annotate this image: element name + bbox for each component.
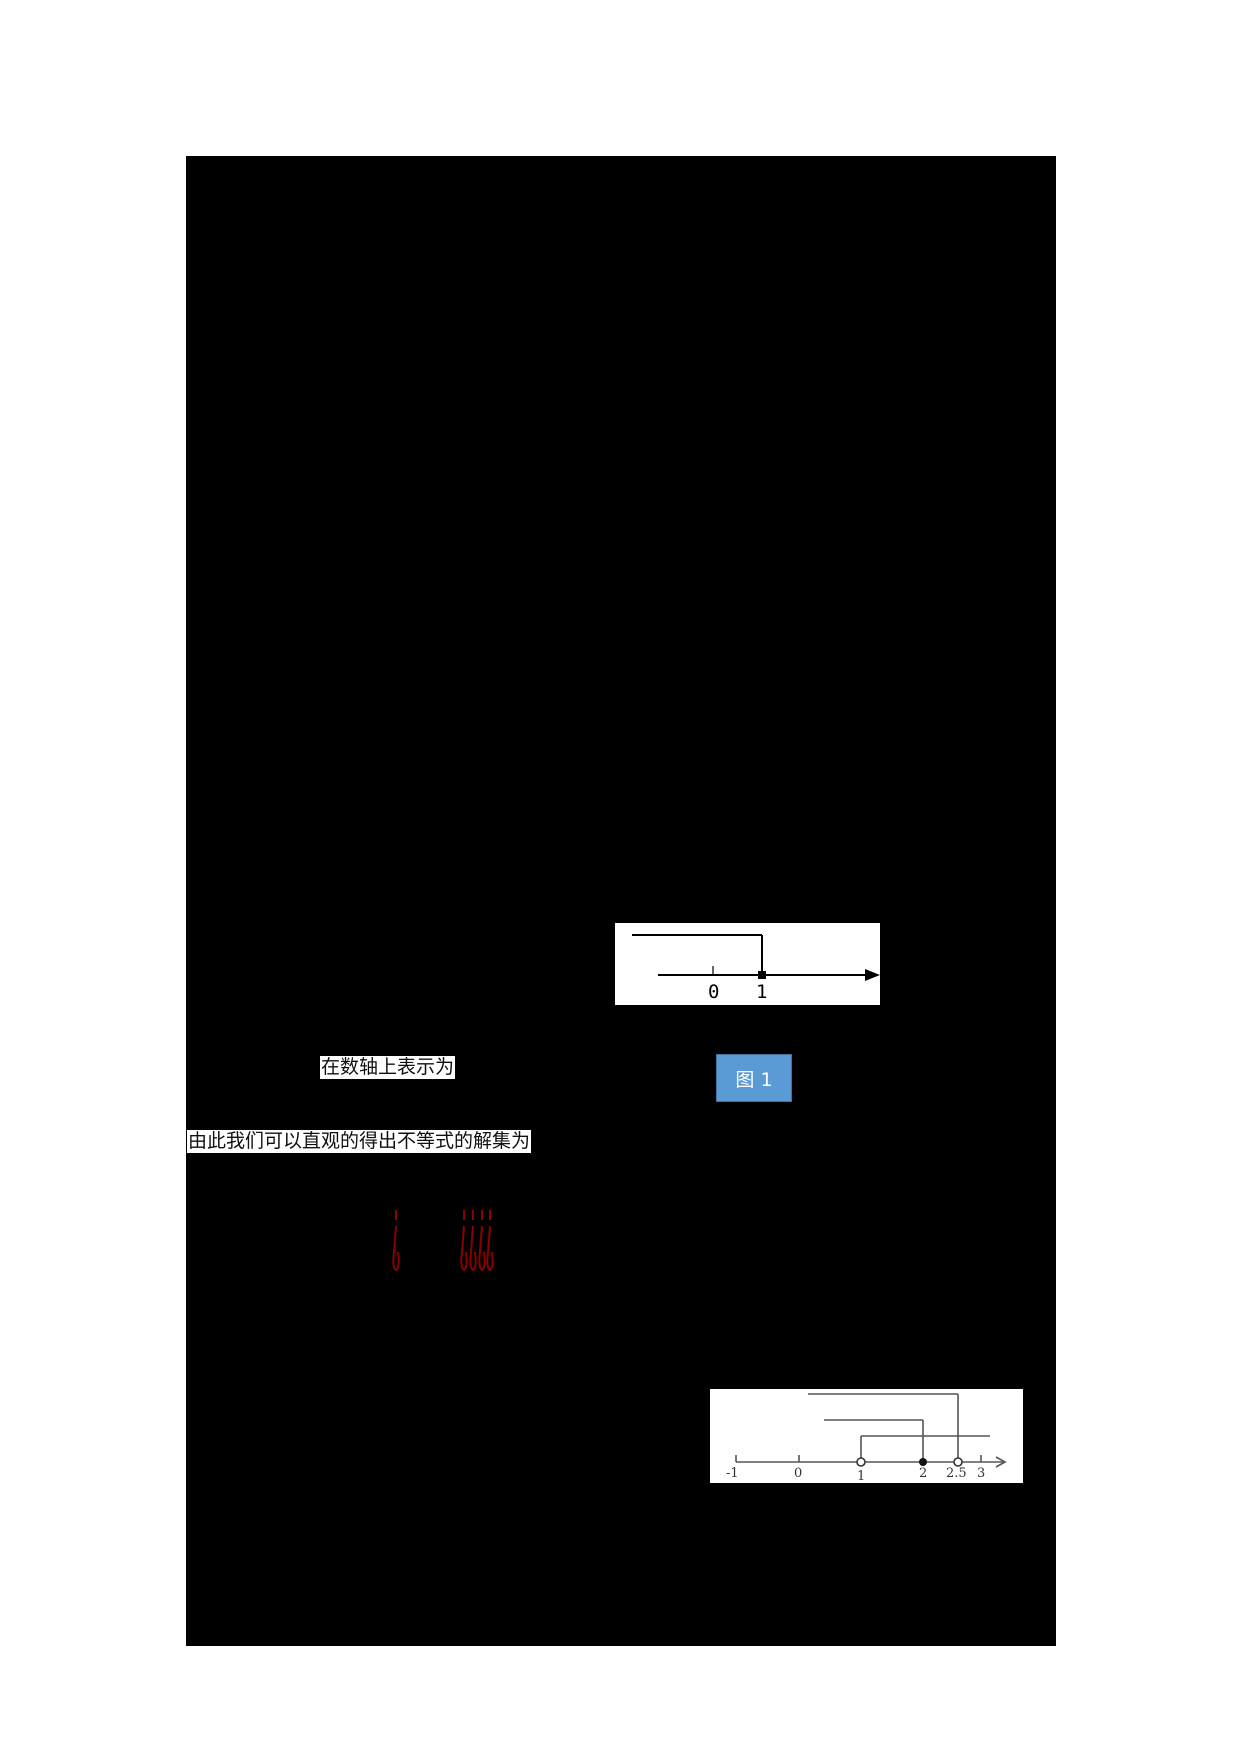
tick-label-3: 3 <box>977 1466 986 1481</box>
tick-label-neg1: -1 <box>726 1466 739 1481</box>
tick-label-1: 1 <box>857 1469 866 1484</box>
number-line-graphic-2 <box>735 1393 1007 1468</box>
number-line-graphic <box>632 934 880 981</box>
figure-2-number-line: -1 0 1 2 2.5 3 <box>710 1389 1023 1484</box>
tick-label-2-5: 2.5 <box>946 1466 967 1481</box>
figure-1-caption: 图 1 <box>716 1054 792 1102</box>
tick-label-0: 0 <box>794 1466 803 1481</box>
tick-label-1: 1 <box>756 981 768 1003</box>
number-line-intro-text: 在数轴上表示为 <box>320 1056 456 1079</box>
figure-1-number-line: 0 1 <box>615 923 880 1005</box>
tick-label-0: 0 <box>708 981 720 1003</box>
red-handwritten-marks <box>392 1210 494 1272</box>
tick-label-2: 2 <box>919 1466 928 1481</box>
solution-set-intro-text: 由此我们可以直观的得出不等式的解集为 <box>187 1130 532 1153</box>
